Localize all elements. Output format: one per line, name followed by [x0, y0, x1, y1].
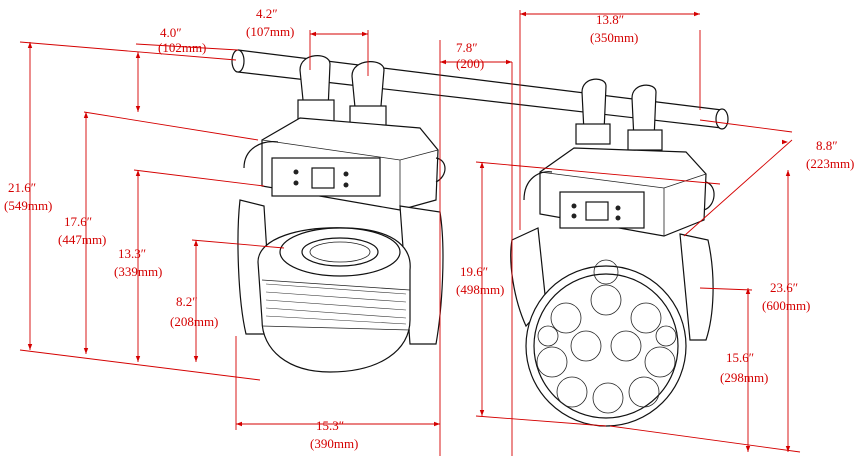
- dim-200-arrow-left: [440, 59, 446, 65]
- dim-223-line: [683, 139, 793, 237]
- dim-600-arrow-top: [785, 170, 791, 176]
- left-fixture: [237, 55, 446, 373]
- dim-298-imperial: 15.6″: [726, 350, 754, 365]
- dim-549-imperial: 21.6″: [8, 180, 36, 195]
- dim-498-metric: (498mm): [456, 282, 504, 297]
- dim-208-arrow-top: [193, 240, 199, 246]
- ext-223-a: [699, 119, 793, 133]
- dim-102-metric: (102mm): [158, 40, 206, 55]
- dim-298-arrow-bottom: [745, 446, 751, 452]
- dimension-lines: [19, 10, 801, 456]
- dim-350-imperial: 13.8″: [596, 12, 624, 27]
- dim-390-imperial: 15.3″: [316, 418, 344, 433]
- dim-339-arrow-top: [135, 170, 141, 176]
- dim-350-arrow-right: [694, 11, 700, 17]
- dim-223-arrow: [782, 139, 788, 145]
- dim-600-metric: (600mm): [762, 298, 810, 313]
- dim-200-metric: (200): [456, 56, 484, 71]
- ext-top-447: [83, 111, 259, 141]
- dim-102-arrow-bottom: [135, 106, 141, 112]
- dim-350-metric: (350mm): [590, 30, 638, 45]
- ext-bottom-right: [609, 425, 801, 453]
- dim-390-arrow-right: [434, 421, 440, 427]
- dim-208-metric: (208mm): [170, 314, 218, 329]
- dim-102-arrow-top: [135, 52, 141, 58]
- dim-600-imperial: 23.6″: [770, 280, 798, 295]
- dim-350-arrow-left: [520, 11, 526, 17]
- dim-102-imperial: 4.0″: [160, 25, 182, 40]
- dim-339-imperial: 13.3″: [118, 246, 146, 261]
- dim-339-metric: (339mm): [114, 264, 162, 279]
- dim-107-arrow-left: [310, 31, 316, 37]
- ext-bottom-left: [19, 349, 261, 381]
- dim-549-arrow-top: [27, 42, 33, 48]
- dim-200-imperial: 7.8″: [456, 40, 478, 55]
- ext-498-top: [475, 161, 721, 185]
- dim-447-imperial: 17.6″: [64, 214, 92, 229]
- dimension-labels: 4.0″ (102mm) 4.2″ (107mm) 7.8″ (200) 13.…: [4, 6, 854, 451]
- dim-208-arrow-bottom: [193, 356, 199, 362]
- dim-223-imperial: 8.8″: [816, 138, 838, 153]
- dim-498-arrow-top: [479, 162, 485, 168]
- ext-298-top: [699, 287, 753, 291]
- dim-223-metric: (223mm): [806, 156, 854, 171]
- dim-498-imperial: 19.6″: [460, 264, 488, 279]
- right-fixture: [510, 78, 715, 427]
- dim-498-arrow-bottom: [479, 410, 485, 416]
- dim-447-arrow-bottom: [83, 348, 89, 354]
- dim-447-metric: (447mm): [58, 232, 106, 247]
- dim-549-metric: (549mm): [4, 198, 52, 213]
- dim-298-arrow-top: [745, 288, 751, 294]
- ext-top-549: [19, 41, 237, 61]
- dim-208-imperial: 8.2″: [176, 294, 198, 309]
- dim-390-arrow-left: [236, 421, 242, 427]
- ext-top-102: [135, 43, 239, 51]
- dim-447-arrow-top: [83, 112, 89, 118]
- dim-390-metric: (390mm): [310, 436, 358, 451]
- ext-498-bottom: [475, 415, 607, 427]
- dim-339-arrow-bottom: [135, 356, 141, 362]
- dim-200-arrow-right: [506, 59, 512, 65]
- dim-600-arrow-bottom: [785, 446, 791, 452]
- ext-top-339: [133, 169, 265, 187]
- dim-298-metric: (298mm): [720, 370, 768, 385]
- dim-107-imperial: 4.2″: [256, 6, 278, 21]
- dim-107-arrow-right: [362, 31, 368, 37]
- ext-top-208: [191, 239, 285, 249]
- dim-107-metric: (107mm): [246, 24, 294, 39]
- dim-549-arrow-bottom: [27, 344, 33, 350]
